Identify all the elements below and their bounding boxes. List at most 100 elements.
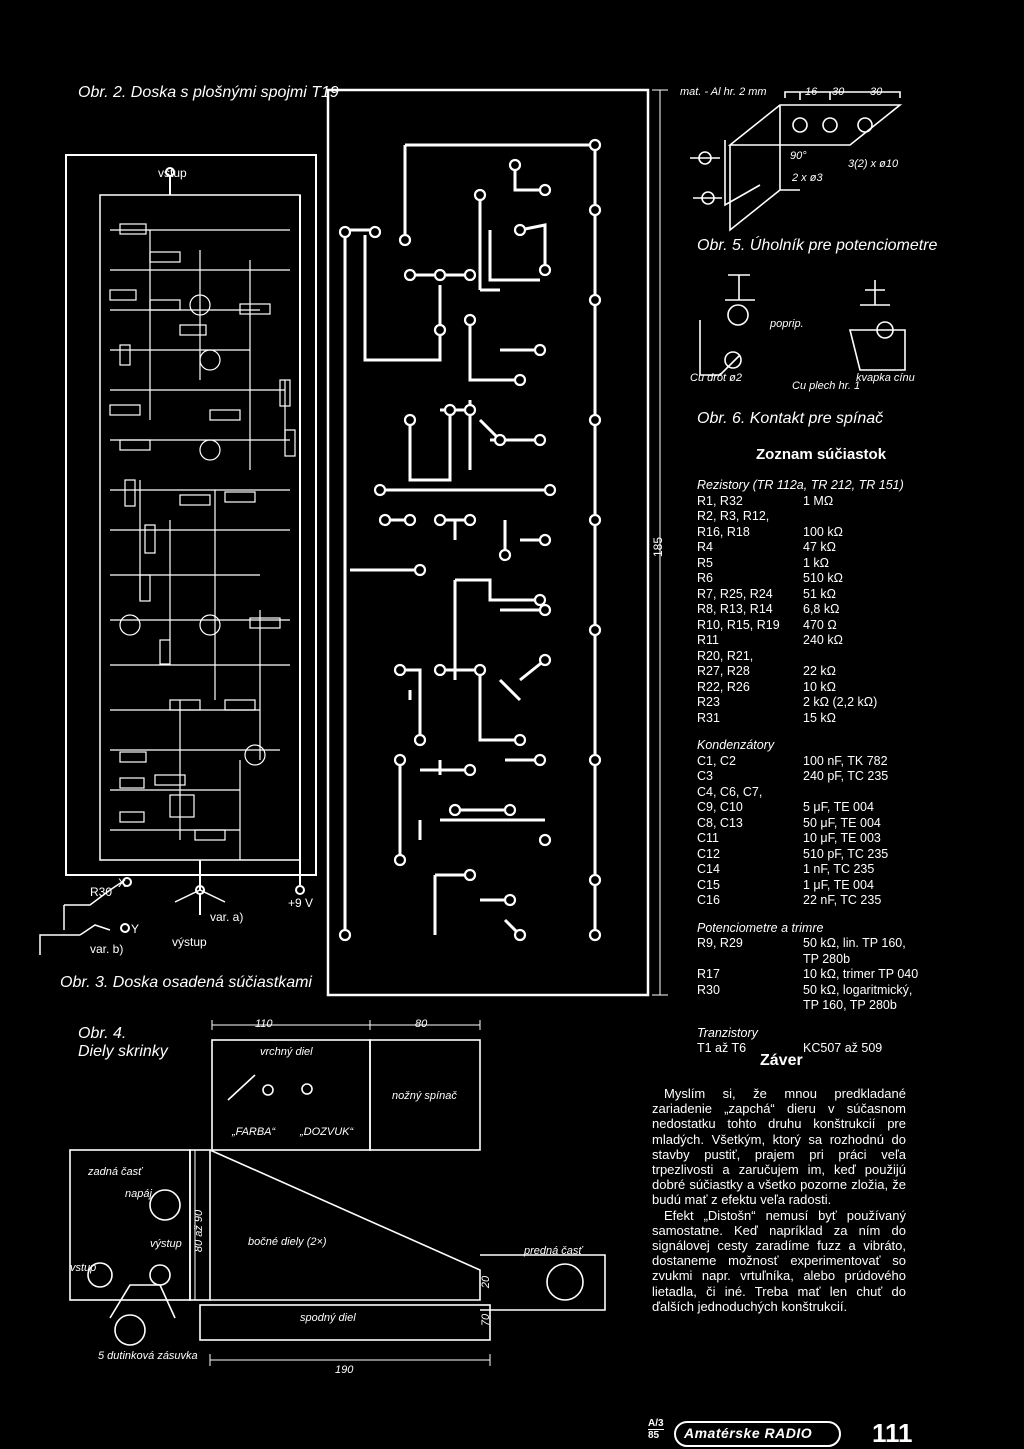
potenciometre-designator: R30	[697, 982, 720, 997]
kondenzatory-value	[803, 785, 927, 801]
label-r30: R30	[90, 885, 113, 899]
kondenzatory-value: 50 μF, TE 004	[803, 815, 881, 830]
label-poprip: poprip.	[770, 318, 804, 330]
rezistory-designator: R6	[697, 571, 713, 585]
label-material: mat. - Al hr. 2 mm	[680, 86, 767, 98]
label-nozny-spinac: nožný spínač	[392, 1090, 457, 1102]
label-napaj: napáj.	[125, 1188, 155, 1200]
rezistory-designator: R7, R25, R24	[697, 586, 773, 601]
label-vystup-enclosure: výstup	[150, 1238, 182, 1250]
kondenzatory-value: 1 nF, TC 235	[803, 862, 875, 876]
potenciometre-value: 50 kΩ, logaritmický,	[803, 982, 913, 997]
rezistory-value: 510 kΩ	[803, 571, 843, 585]
caption-obr2: Obr. 2. Doska s plošnými spojmi T19	[78, 84, 339, 101]
rezistory-designator: R31	[697, 710, 720, 725]
potenciometre-designator: R17	[697, 967, 720, 981]
label-holes-3: 2 x ø3	[792, 172, 823, 184]
rezistory-designator: R20, R21,	[697, 648, 754, 663]
dim-30a: 30	[832, 86, 845, 98]
potenciometre-designator	[697, 952, 803, 968]
kondenzatory-designator: C1, C2	[697, 753, 736, 768]
parts-list: Rezistory (TR 112a, TR 212, TR 151) R1, …	[697, 478, 927, 1057]
rezistory-row: R6 510 kΩ	[697, 571, 927, 587]
caption-obr5: Obr. 5. Úholník pre potenciometre	[697, 237, 938, 254]
label-vystup: výstup	[172, 935, 207, 949]
rezistory-designator: R23	[697, 695, 720, 709]
enclosure-drawing	[69, 1020, 606, 1366]
label-farba: „FARBA“	[232, 1126, 276, 1138]
rezistory-value	[803, 509, 927, 525]
rezistory-value: 240 kΩ	[803, 633, 843, 647]
rezistory-value: 1 MΩ	[803, 493, 834, 508]
kondenzatory-row: C11 10 μF, TE 003	[697, 831, 927, 847]
potenciometre-row: R17 10 kΩ, trimer TP 040	[697, 967, 927, 983]
parts-list-title: Zoznam súčiastok	[756, 446, 887, 463]
issue-bottom: 85	[648, 1429, 664, 1441]
zaver-body: Myslím si, že mnou predkladané zariadeni…	[652, 1086, 906, 1314]
bracket-drawing	[690, 91, 903, 232]
rezistory-value	[803, 649, 927, 665]
label-zasuvka: 5 dutinková zásuvka	[98, 1350, 198, 1362]
kondenzatory-designator: C15	[697, 877, 720, 892]
kondenzatory-designator: C16	[697, 893, 720, 907]
caption-obr4-line2: Diely skrinky	[78, 1043, 168, 1060]
rezistory-value: 6,8 kΩ	[803, 602, 840, 616]
rezistory-designator: R4	[697, 540, 713, 554]
kondenzatory-designator: C11	[697, 831, 720, 845]
dim-185: 185	[651, 536, 666, 558]
rezistory-row: R7, R25, R24 51 kΩ	[697, 587, 927, 603]
kondenzatory-designator: C3	[697, 769, 713, 783]
radio-logo-shape	[674, 1421, 841, 1447]
kondenzatory-value: 510 pF, TC 235	[803, 846, 889, 861]
caption-obr3: Obr. 3. Doska osadená súčiastkami	[60, 974, 312, 991]
dim-30b: 30	[870, 86, 883, 98]
kondenzatory-designator: C4, C6, C7,	[697, 784, 763, 799]
kondenzatory-designator: C9, C10	[697, 800, 743, 814]
label-var-a: var. a)	[210, 910, 244, 924]
label-bocne-diely: bočné diely (2×)	[248, 1236, 327, 1248]
kondenzatory-value: 240 pF, TC 235	[803, 769, 889, 783]
label-dozvuk: „DOZVUK“	[300, 1126, 354, 1138]
dim-70: 70	[480, 1313, 493, 1327]
label-var-b: var. b)	[90, 942, 124, 956]
potenciometre-row: TP 160, TP 280b	[697, 998, 927, 1014]
rezistory-value: 100 kΩ	[803, 524, 843, 539]
rezistory-designator: R2, R3, R12,	[697, 509, 770, 523]
label-x: X	[118, 876, 127, 890]
zaver-title: Záver	[760, 1052, 803, 1069]
rezistory-value: 10 kΩ	[803, 679, 836, 694]
label-vrchny-diel: vrchný diel	[260, 1046, 313, 1058]
rezistory-row: R2, R3, R12,	[697, 509, 927, 525]
label-holes-10: 3(2) x ø10	[848, 158, 899, 170]
caption-obr4-line1: Obr. 4.	[78, 1025, 127, 1042]
magazine-logo: Amatérske RADIO	[684, 1425, 813, 1441]
potenciometre-row: TP 280b	[697, 952, 927, 968]
rezistory-value: 51 kΩ	[803, 586, 836, 601]
label-cu-drot: Cu drôt ø2	[690, 372, 742, 384]
kondenzatory-value: 10 μF, TE 003	[803, 831, 881, 845]
contact-drawing	[699, 274, 906, 376]
potenciometre-value: 10 kΩ, trimer TP 040	[803, 967, 919, 981]
dim-16: 16	[805, 86, 818, 98]
potenciometre-value: TP 280b	[803, 951, 851, 966]
label-cu-plech: Cu plech hr. 1	[792, 380, 861, 392]
zaver-paragraph-1: Myslím si, že mnou predkladané zariadeni…	[652, 1086, 906, 1208]
issue-number: A/3 85	[648, 1418, 664, 1441]
page-number: 111	[872, 1418, 913, 1448]
